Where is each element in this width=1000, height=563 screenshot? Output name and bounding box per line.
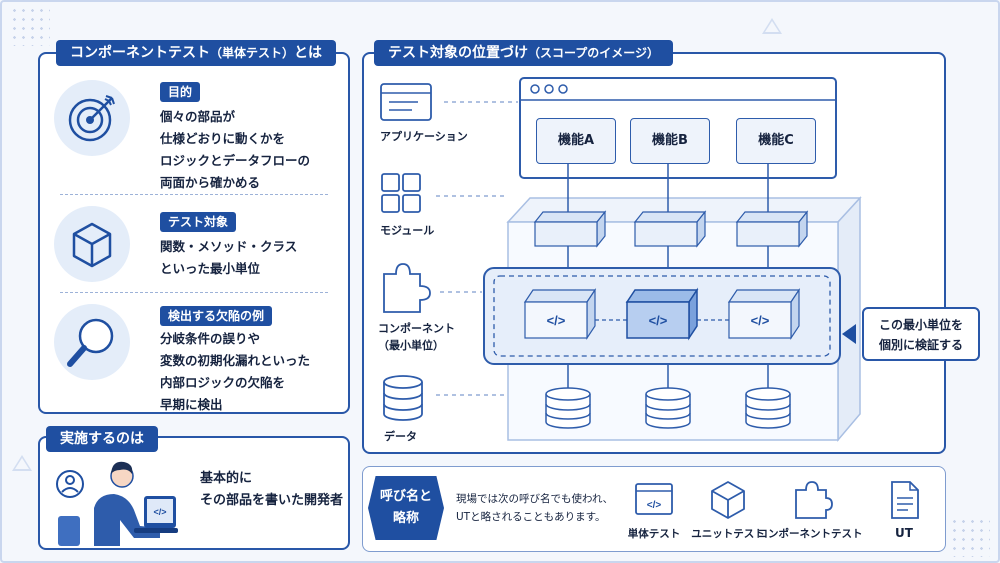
defect-line: 分岐条件の誤りや bbox=[160, 331, 261, 346]
nickname-line: UTと略されることもあります。 bbox=[456, 511, 606, 523]
nickname-line: 現場では次の呼び名でも使われ、 bbox=[456, 493, 614, 505]
code-symbol: </> bbox=[547, 313, 566, 328]
purpose-row: 目的 個々の部品が 仕様どおりに動くかを ロジックとデータフローの 両面から確か… bbox=[40, 76, 348, 194]
test-target-line: 関数・メソッド・クラス bbox=[160, 239, 298, 254]
purpose-line: 両面から確かめる bbox=[160, 175, 261, 190]
divider bbox=[60, 194, 328, 195]
purpose-line: 仕様どおりに動くかを bbox=[160, 131, 286, 146]
component-label-line: （最小単位） bbox=[378, 339, 444, 352]
component-block bbox=[727, 288, 801, 340]
definition-panel: 目的 個々の部品が 仕様どおりに動くかを ロジックとデータフローの 両面から確か… bbox=[38, 52, 350, 414]
component-label: コンポーネント （最小単位） bbox=[378, 320, 455, 354]
callout-line: 個別に検証する bbox=[878, 338, 963, 352]
feature-c: 機能C bbox=[736, 118, 816, 164]
cube-icon bbox=[711, 481, 745, 519]
defect-example-tag: 検出する欠陥の例 bbox=[160, 306, 273, 326]
definition-title: コンポーネントテスト（単体テスト）とは bbox=[56, 40, 337, 66]
nickname-label: 単体テスト bbox=[627, 528, 681, 540]
test-target-description: 関数・メソッド・クラス といった最小単位 bbox=[160, 236, 297, 280]
callout-box: この最小単位を 個別に検証する bbox=[862, 307, 980, 361]
badge-line: 呼び名と bbox=[379, 489, 432, 504]
decor-triangle-top bbox=[762, 18, 782, 34]
leader-lines bbox=[436, 101, 518, 396]
decor-triangle-left bbox=[12, 455, 32, 471]
test-target-line: といった最小単位 bbox=[160, 261, 261, 276]
purpose-line: ロジックとデータフローの bbox=[160, 153, 311, 168]
who-title: 実施するのは bbox=[46, 426, 158, 452]
purpose-description: 個々の部品が 仕様どおりに動くかを ロジックとデータフローの 両面から確かめる bbox=[160, 106, 310, 194]
who-line: 基本的に bbox=[200, 471, 253, 486]
module-block bbox=[533, 210, 607, 248]
cube-icon bbox=[54, 206, 130, 282]
test-target-row: テスト対象 関数・メソッド・クラス といった最小単位 bbox=[40, 202, 348, 288]
nickname-unit-test: </> 単体テスト bbox=[628, 480, 680, 540]
title-main: テスト対象の位置づけ bbox=[388, 45, 528, 61]
target-icon bbox=[54, 80, 130, 156]
feature-b: 機能B bbox=[630, 118, 710, 164]
application-label: アプリケーション bbox=[380, 130, 468, 143]
window-code-icon: </> bbox=[635, 483, 673, 515]
database-icon bbox=[645, 387, 691, 429]
decor-dots-top-left bbox=[10, 6, 50, 46]
feature-a: 機能A bbox=[536, 118, 616, 164]
callout-arrow bbox=[842, 324, 856, 344]
module-label: モジュール bbox=[380, 224, 435, 237]
purpose-tag: 目的 bbox=[160, 82, 201, 102]
code-symbol: </> bbox=[649, 313, 668, 328]
component-block bbox=[523, 288, 597, 340]
nickname-label: ユニットテスト bbox=[691, 528, 765, 540]
nickname-label: UT bbox=[895, 526, 913, 540]
nickname-description: 現場では次の呼び名でも使われ、 UTと略されることもあります。 bbox=[456, 490, 613, 526]
laptop-code-icon bbox=[147, 499, 173, 523]
puzzle-icon bbox=[795, 481, 833, 519]
scope-title: テスト対象の位置づけ（スコープのイメージ） bbox=[374, 40, 674, 66]
data-label: データ bbox=[384, 430, 417, 443]
nickname-label: コンポーネントテスト bbox=[757, 528, 863, 540]
document-icon bbox=[891, 481, 919, 519]
component-label-line: コンポーネント bbox=[378, 322, 455, 335]
test-target-tag: テスト対象 bbox=[160, 212, 237, 232]
code-symbol: </> bbox=[751, 313, 770, 328]
title-main: コンポーネントテスト bbox=[70, 45, 210, 61]
who-description: 基本的に その部品を書いた開発者 bbox=[200, 468, 343, 512]
database-icon bbox=[545, 387, 591, 429]
defect-line: 早期に検出 bbox=[160, 397, 223, 412]
nickname-badge: 呼び名と 略称 bbox=[368, 476, 444, 540]
module-icon bbox=[381, 173, 421, 213]
database-icon bbox=[745, 387, 791, 429]
application-icon bbox=[380, 83, 432, 121]
module-block bbox=[633, 210, 707, 248]
defect-line: 内部ロジックの欠陥を bbox=[160, 375, 286, 390]
nickname-unit-test-katakana: ユニットテスト bbox=[691, 480, 765, 540]
title-sub: （スコープのイメージ） bbox=[528, 46, 660, 60]
title-sub: （単体テスト） bbox=[210, 46, 295, 60]
purpose-line: 個々の部品が bbox=[160, 109, 236, 124]
divider bbox=[60, 292, 328, 293]
badge-line: 略称 bbox=[392, 511, 419, 526]
who-panel: </> 基本的に その部品を書いた開発者 bbox=[38, 436, 350, 550]
puzzle-icon bbox=[383, 263, 431, 313]
developer-illustration: </> bbox=[50, 446, 178, 548]
component-block-highlighted bbox=[625, 287, 699, 341]
module-block bbox=[735, 210, 809, 248]
defect-example-row: 検出する欠陥の例 分岐条件の誤りや 変数の初期化漏れといった 内部ロジックの欠陥… bbox=[40, 300, 348, 412]
callout-line: この最小単位を bbox=[878, 318, 963, 332]
magnifier-icon bbox=[54, 304, 130, 380]
nickname-component-test: コンポーネントテスト bbox=[758, 480, 863, 540]
component-blocks bbox=[523, 287, 801, 341]
defect-line: 変数の初期化漏れといった bbox=[160, 353, 311, 368]
data-icon bbox=[383, 375, 423, 421]
defect-example-description: 分岐条件の誤りや 変数の初期化漏れといった 内部ロジックの欠陥を 早期に検出 bbox=[160, 328, 310, 416]
nickname-ut: UT bbox=[880, 480, 928, 540]
database-icons bbox=[545, 387, 791, 429]
code-symbol: </> bbox=[153, 507, 166, 517]
who-line: その部品を書いた開発者 bbox=[200, 493, 344, 508]
title-end: とは bbox=[294, 45, 323, 61]
code-symbol: </> bbox=[647, 500, 662, 511]
module-blocks bbox=[533, 210, 809, 248]
decor-dots-bottom-right bbox=[950, 517, 990, 557]
